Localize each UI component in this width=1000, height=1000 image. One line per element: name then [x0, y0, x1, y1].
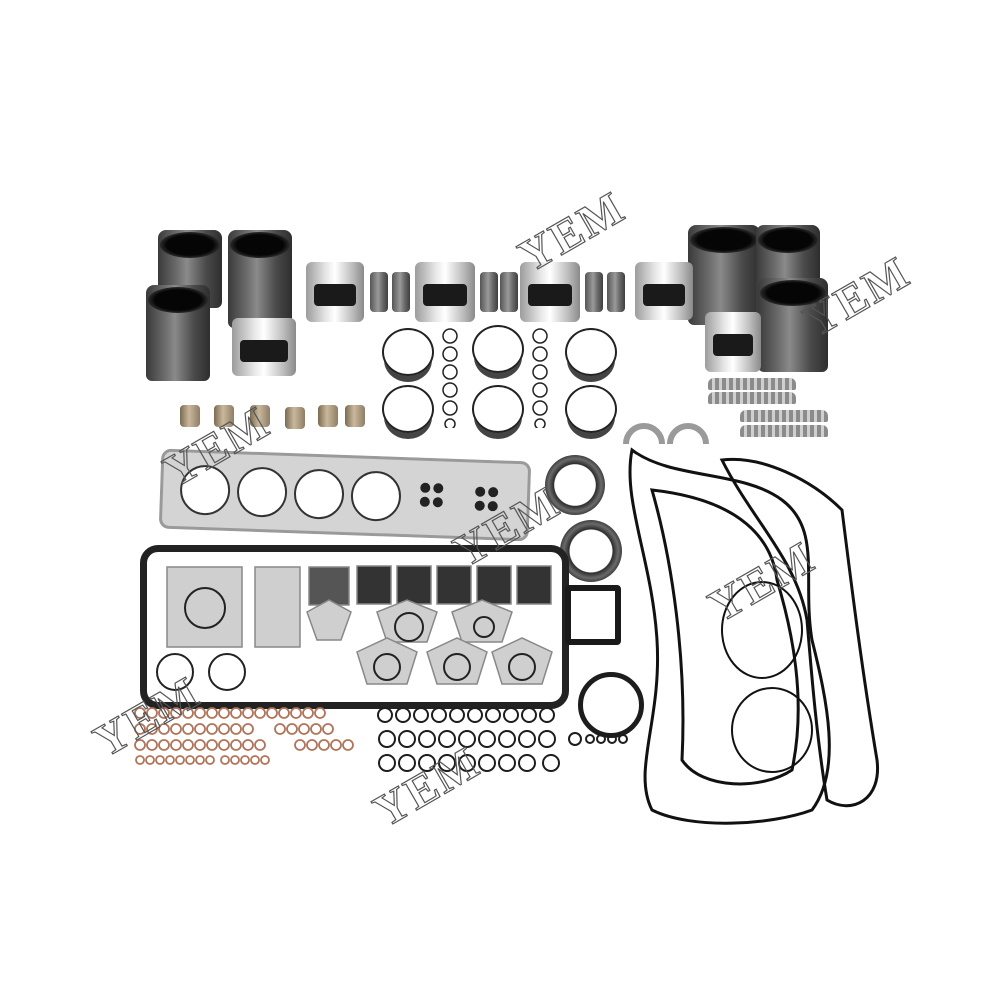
cylinder-liner: [228, 230, 292, 328]
timing-cover-gaskets: [628, 447, 880, 825]
o-rings-assortment: [377, 707, 628, 772]
piston: [635, 262, 693, 320]
conrod-bushing: [250, 405, 270, 427]
piston-pin: [500, 272, 518, 312]
conrod-bushing: [345, 405, 365, 427]
piston-ring-set: [565, 328, 617, 376]
piston: [232, 318, 296, 376]
piston: [415, 262, 475, 322]
cylinder-liner: [146, 285, 210, 381]
piston-pin: [607, 272, 625, 312]
piston-ring-set: [382, 385, 434, 433]
conrod-bushing: [318, 405, 338, 427]
snap-rings-column: [530, 328, 550, 430]
conrod-bushing: [180, 405, 200, 427]
piston-pin: [585, 272, 603, 312]
main-bearings: [708, 378, 796, 390]
crankshaft-oil-seal: [545, 455, 605, 515]
main-bearings: [708, 392, 796, 404]
copper-washers-assortment: [134, 707, 354, 765]
crankshaft-oil-seal: [560, 520, 622, 582]
piston-pin: [392, 272, 410, 312]
conrod-bushing: [285, 407, 305, 429]
piston: [520, 262, 580, 322]
piston-ring-set: [472, 385, 524, 433]
piston-ring-set: [382, 328, 434, 376]
conrod-bushing: [214, 405, 234, 427]
piston-ring-set: [472, 325, 524, 373]
piston-ring-set: [565, 385, 617, 433]
snap-rings-column: [440, 328, 460, 430]
square-gasket: [565, 585, 621, 645]
oil-pan-gasket: [140, 545, 569, 709]
conrod-bearings: [740, 425, 828, 437]
cylinder-liner: [688, 225, 760, 325]
piston-pin: [480, 272, 498, 312]
piston-pin: [370, 272, 388, 312]
piston: [705, 312, 761, 372]
conrod-bearings: [740, 410, 828, 422]
piston: [306, 262, 364, 322]
thrust-washers: [623, 423, 709, 445]
cylinder-liner: [758, 278, 828, 372]
cylinder-head-gasket: [158, 448, 532, 542]
